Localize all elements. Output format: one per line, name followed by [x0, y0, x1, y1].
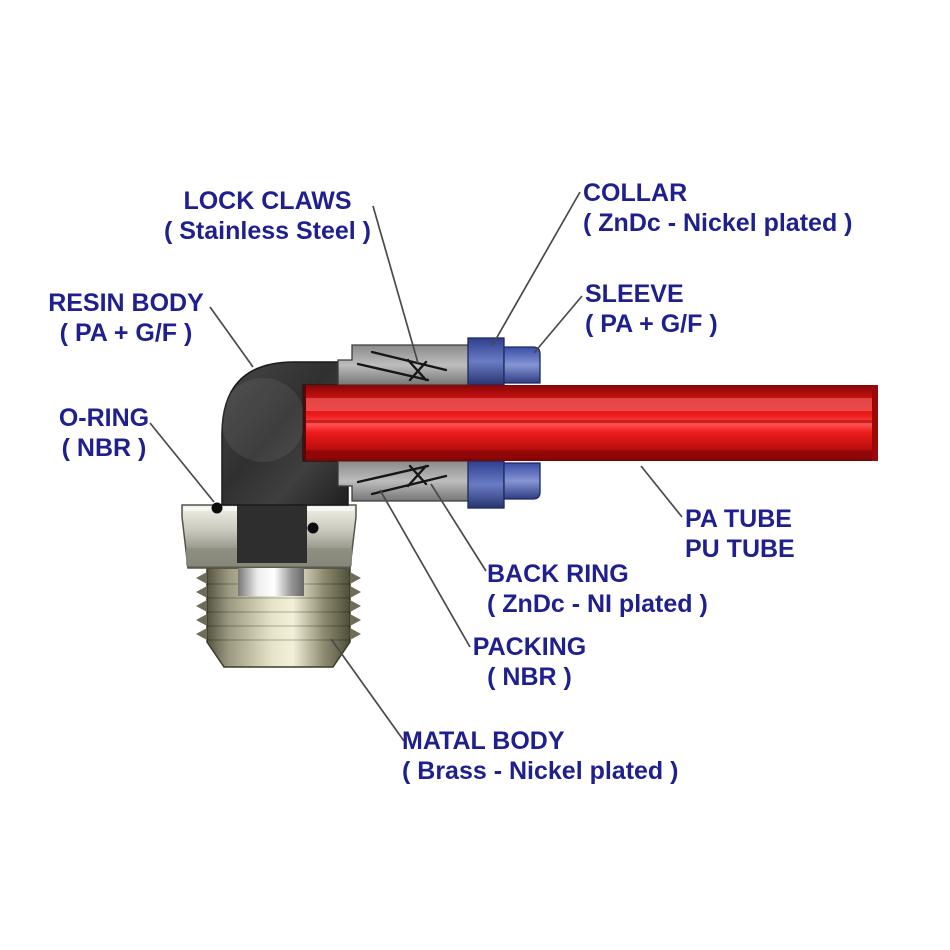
label-pa-tube: PA TUBE PU TUBE: [685, 504, 795, 564]
leader-collar: [491, 191, 581, 347]
label-o-ring: O-RING ( NBR ): [48, 403, 160, 463]
label-resin-body: RESIN BODY ( PA + G/F ): [40, 288, 212, 348]
red-tube-shape: [303, 385, 878, 461]
leader-pa-tube: [640, 465, 683, 518]
leader-lock-claws: [372, 205, 419, 364]
label-resin-body-subtitle: ( PA + G/F ): [59, 319, 193, 347]
label-packing: PACKING ( NBR ): [462, 632, 597, 692]
label-matal-body-subtitle: ( Brass - Nickel plated ): [402, 757, 679, 785]
label-back-ring: BACK RING ( ZnDc - NI plated ): [487, 559, 708, 619]
label-sleeve-title: SLEEVE: [585, 280, 684, 308]
label-sleeve-subtitle: ( PA + G/F ): [585, 310, 718, 338]
leader-lines: [149, 191, 683, 742]
label-back-ring-subtitle: ( ZnDc - NI plated ): [487, 590, 708, 618]
leader-resin-body: [209, 306, 254, 368]
label-pa-tube-title: PA TUBE: [685, 505, 792, 533]
lock-claws-shape: [356, 350, 448, 496]
label-collar: COLLAR ( ZnDc - Nickel plated ): [583, 178, 852, 238]
label-packing-subtitle: ( NBR ): [487, 663, 572, 691]
label-o-ring-title: O-RING: [58, 404, 150, 432]
collar-shape: [467, 337, 505, 509]
label-matal-body: MATAL BODY ( Brass - Nickel plated ): [402, 726, 678, 786]
label-sleeve: SLEEVE ( PA + G/F ): [585, 279, 718, 339]
resin-bore-shape: [237, 505, 307, 563]
resin-body-shape: [221, 361, 349, 506]
label-lock-claws-subtitle: ( Stainless Steel ): [163, 217, 372, 245]
label-back-ring-title: BACK RING: [487, 560, 629, 588]
label-pa-tube-subtitle: PU TUBE: [685, 535, 795, 563]
leader-packing: [379, 489, 471, 648]
label-collar-title: COLLAR: [583, 179, 688, 207]
leader-sleeve: [533, 295, 583, 354]
label-packing-title: PACKING: [472, 633, 587, 661]
leader-o-ring: [149, 422, 215, 503]
leader-back-ring: [430, 483, 487, 572]
label-o-ring-subtitle: ( NBR ): [61, 434, 147, 462]
label-matal-body-title: MATAL BODY: [402, 727, 565, 755]
cartridge-shape: [337, 344, 471, 502]
label-lock-claws-title: LOCK CLAWS: [183, 187, 352, 215]
o-ring-dot: [211, 502, 319, 534]
label-collar-subtitle: ( ZnDc - Nickel plated ): [583, 209, 853, 237]
label-resin-body-title: RESIN BODY: [48, 289, 204, 317]
label-lock-claws: LOCK CLAWS ( Stainless Steel ): [160, 186, 375, 246]
sleeve-shape: [503, 346, 541, 500]
leader-matal-body: [330, 638, 405, 742]
